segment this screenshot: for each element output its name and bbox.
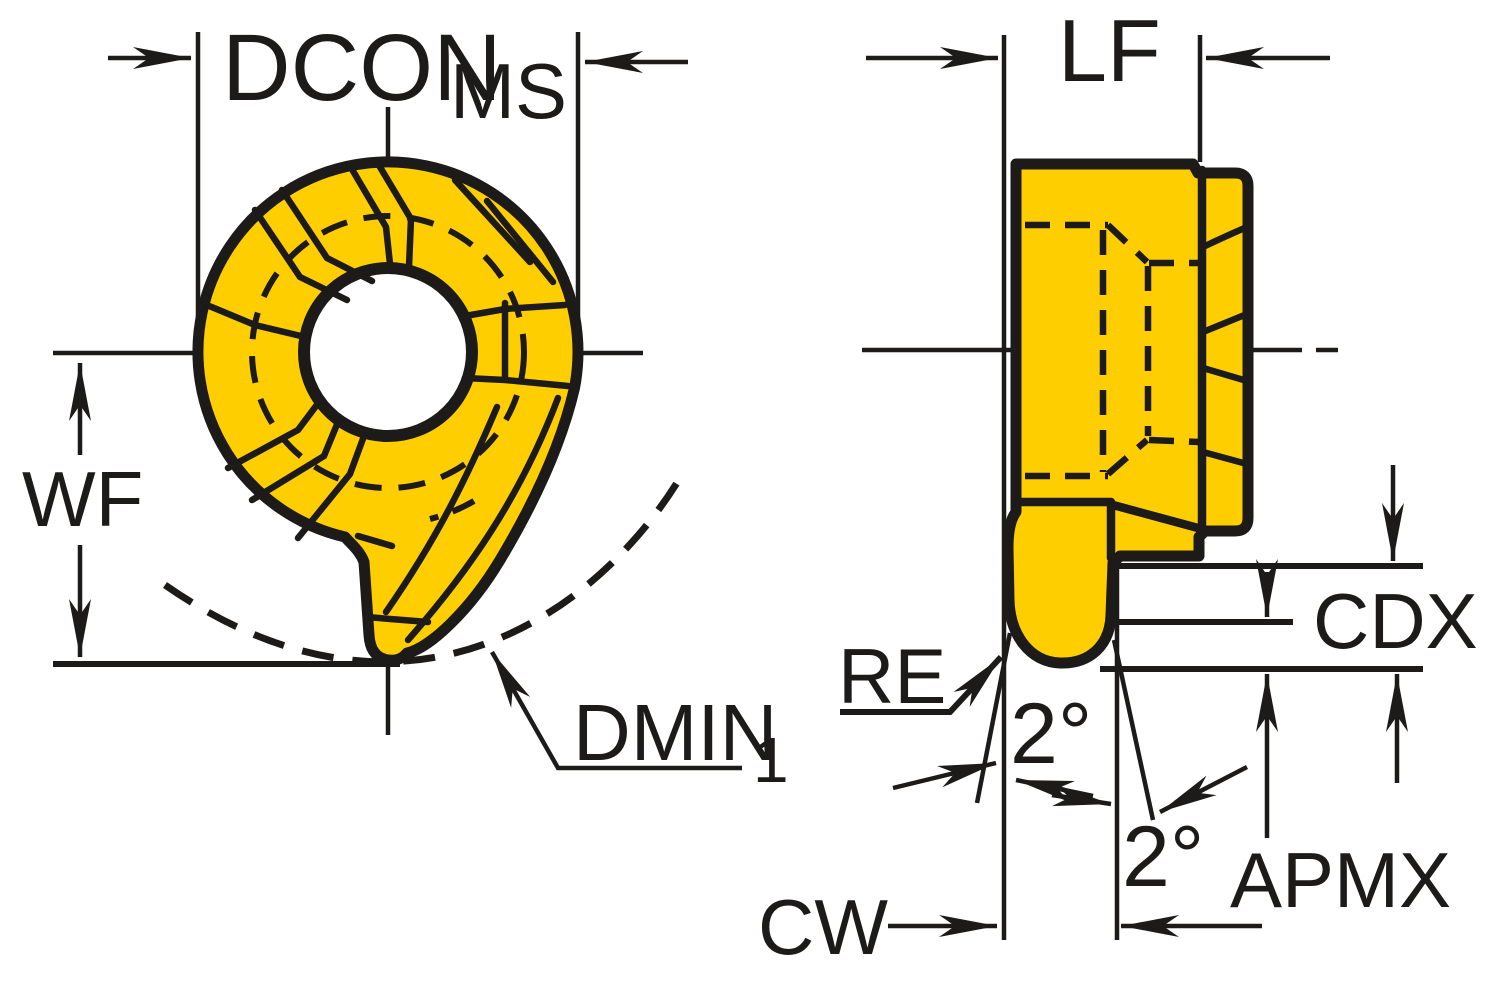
insert-side-profile [1002,158,1254,669]
cw-label: CW [758,883,888,971]
hidden-hole-dashed [1025,221,1200,480]
dmin-bore-dashed-arc [163,471,687,666]
dcon-extension-lines [195,32,581,353]
cdx-label: CDX [1313,577,1478,665]
dmin-label: DMIN [573,688,777,777]
lf-label: LF [1058,1,1161,100]
wf-label: WF [22,455,143,543]
front-view: DCON MS WF DMIN 1 [22,15,789,796]
reference-circle-dashed [249,213,527,491]
edge-hone-dashed-arc [429,498,476,522]
dcon-label: DCON [222,15,502,121]
dcon-subscript: MS [450,47,567,135]
facet-lines [198,158,572,644]
angle-left-arrow-a [892,760,997,791]
apmx-label: APMX [1230,836,1451,924]
angle-left-label: 2° [1010,686,1092,782]
dmin-leader [490,650,742,771]
re-leader [840,654,1004,715]
profile-interior-edges [1011,165,1251,563]
angle-right-label: 2° [1122,809,1204,905]
side-view: LF RE 2° 2° CW CDX APMX [758,1,1478,971]
angle-right-arrow-b [1158,765,1249,814]
insert-center-hole [298,262,478,442]
re-label: RE [838,632,946,720]
dmin-subscript: 1 [753,724,789,796]
angle-right-arrow-a [1051,784,1112,807]
